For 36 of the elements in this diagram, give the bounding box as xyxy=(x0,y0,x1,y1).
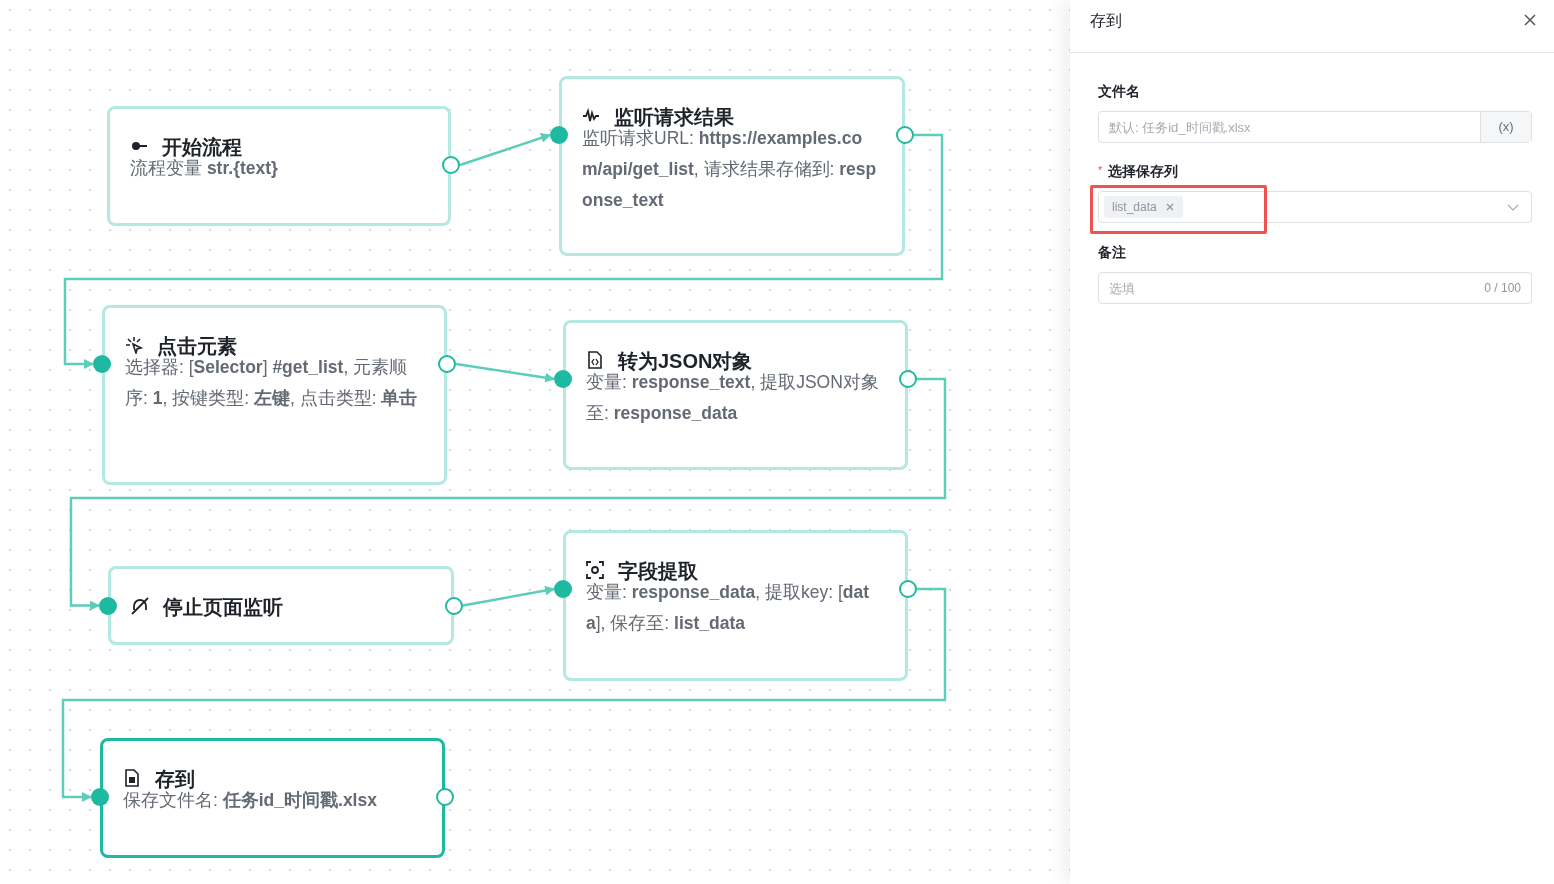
required-mark: * xyxy=(1098,164,1103,176)
node-card xyxy=(100,738,445,858)
node-title: 点击元素 xyxy=(157,334,237,358)
node-title: 字段提取 xyxy=(618,559,698,583)
field-label: 文件名 xyxy=(1098,83,1140,101)
connector-arrow xyxy=(69,377,947,611)
node-description: 变量: response_data, 提取key: [data], 保存至: list_data xyxy=(586,582,871,635)
connector-arrow xyxy=(459,133,551,167)
variable-button: (x) xyxy=(1480,112,1531,142)
connector-arrow xyxy=(61,587,947,802)
node-description: 监听请求URL: https://examples.com/api/get_list, 请求结果存储到: response_text xyxy=(582,127,878,212)
node-card xyxy=(559,76,905,256)
node-card xyxy=(563,320,908,470)
node-card xyxy=(107,106,451,226)
node-description: 变量: response_text, 提取JSON对象至: response_data xyxy=(586,372,880,425)
character-counter: 0 / 100 xyxy=(1484,281,1521,295)
node-title: 转为JSON对象 xyxy=(618,349,753,373)
connector-arrow xyxy=(63,133,944,369)
placeholder-text: 选填 xyxy=(1109,280,1135,298)
placeholder-text: 默认: 任务id_时间戳.xlsx xyxy=(1109,119,1251,137)
node-title: 停止页面监听 xyxy=(163,595,283,620)
node-description: 流程变量 str.{text} xyxy=(130,158,279,180)
connector-arrow xyxy=(455,362,555,383)
node-description: 选择器: [Selector] #get_list, 元素顺序: 1, 按键类型: 左键, 点击类型: 单击 xyxy=(125,357,419,410)
field-label: 选择保存列 xyxy=(1108,163,1178,181)
panel-title: 存到 xyxy=(1090,11,1122,31)
node-title: 开始流程 xyxy=(162,135,242,159)
node-card xyxy=(102,305,447,485)
tag-chip: list_data xyxy=(1104,196,1183,218)
node-description: 保存文件名: 任务id_时间戳.xlsx xyxy=(123,790,378,812)
node-card xyxy=(563,530,908,681)
node-title: 存到 xyxy=(155,767,195,791)
node-card xyxy=(108,566,454,645)
connector-arrow xyxy=(462,585,555,607)
field-label: 备注 xyxy=(1098,244,1126,262)
node-title: 监听请求结果 xyxy=(614,105,734,129)
